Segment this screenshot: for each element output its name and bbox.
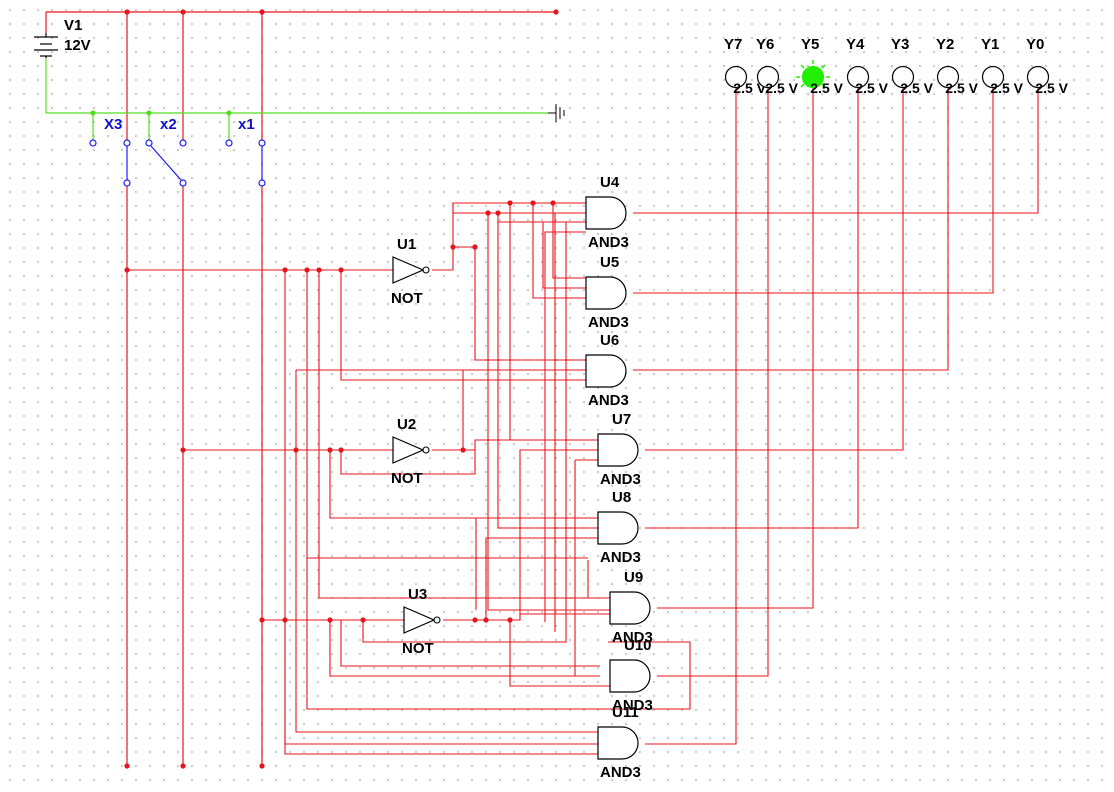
probe-voltage-label: 2.5 V xyxy=(900,80,933,96)
probe-y6[interactable]: Y6 2.5 V xyxy=(756,36,799,96)
gate-ref-label: U7 xyxy=(612,411,631,428)
switch-x1[interactable]: x1 xyxy=(225,116,266,187)
probe-y4[interactable]: Y4 2.5 V xyxy=(846,36,889,96)
probe-ref-label: Y6 xyxy=(756,36,774,53)
probe-voltage-label: 2.5 V xyxy=(765,80,798,96)
gate-type-label: AND3 xyxy=(600,549,641,566)
switch-x3-label: X3 xyxy=(104,116,122,133)
junction-dots xyxy=(90,9,559,769)
probe-voltage-label: 2.5 V xyxy=(990,80,1023,96)
gate-type-label: AND3 xyxy=(600,764,641,781)
gate-ref-label: U5 xyxy=(600,254,619,271)
probe-voltage-label: 2.5 V xyxy=(1035,80,1068,96)
switch-x2[interactable]: x2 xyxy=(145,116,187,187)
probe-ref-label: Y2 xyxy=(936,36,954,53)
gate-ref-label: U6 xyxy=(600,332,619,349)
ground-wires xyxy=(45,58,548,140)
gate-type-label: AND3 xyxy=(612,697,653,714)
probe-y2[interactable]: Y2 2.5 V xyxy=(936,36,979,96)
probe-ref-label: Y4 xyxy=(846,36,865,53)
inverter-type-label: NOT xyxy=(391,470,423,487)
probe-voltage-label: 2.5 V xyxy=(810,80,843,96)
probe-voltage-label: 2.5 V xyxy=(733,80,766,96)
inverter-type-label: NOT xyxy=(391,290,423,307)
inverter-ref-label: U1 xyxy=(397,236,416,253)
battery-v1[interactable]: V1 12V xyxy=(34,17,91,58)
probe-ref-label: Y1 xyxy=(981,36,999,53)
gate-type-label: AND3 xyxy=(600,471,641,488)
gate-type-label: AND3 xyxy=(588,314,629,331)
gate-ref-label: U4 xyxy=(600,174,620,191)
gate-ref-label: U10 xyxy=(624,637,652,654)
gate-type-label: AND3 xyxy=(612,629,653,646)
gate-ref-label: U9 xyxy=(624,569,643,586)
probe-y3[interactable]: Y3 2.5 V xyxy=(891,36,934,96)
probe-ref-label: Y7 xyxy=(724,36,742,53)
ground-symbol xyxy=(548,104,565,122)
gate-type-label: AND3 xyxy=(588,392,629,409)
probe-y1[interactable]: Y1 2.5 V xyxy=(981,36,1024,96)
gate-ref-label: U8 xyxy=(612,489,631,506)
power-wires xyxy=(45,11,556,766)
gate-ref-label: U11 xyxy=(612,704,639,721)
probe-ref-label: Y0 xyxy=(1026,36,1044,53)
battery-value-label: 12V xyxy=(64,37,91,54)
battery-ref-label: V1 xyxy=(64,17,82,34)
gates-layer: U4AND3U5AND3U6AND3U7AND3U8AND3U9AND3U10A… xyxy=(585,174,653,781)
probe-voltage-label: 2.5 V xyxy=(855,80,888,96)
probe-y5[interactable]: Y5 2.5 V xyxy=(796,36,844,96)
probe-y0[interactable]: Y0 2.5 V xyxy=(1026,36,1069,96)
probe-ref-label: Y3 xyxy=(891,36,909,53)
probe-glow-icon xyxy=(796,60,830,88)
probe-y7[interactable]: Y7 2.5 V xyxy=(724,36,767,96)
inverter-type-label: NOT xyxy=(402,640,434,657)
inverter-ref-label: U3 xyxy=(408,586,427,603)
probes-layer: Y7 2.5 V Y6 2.5 V Y5 2.5 V Y4 2.5 V Y3 2.5 V Y2 2.5… xyxy=(724,36,1069,96)
switch-x1-label: x1 xyxy=(238,116,255,133)
probe-ref-label: Y5 xyxy=(801,36,819,53)
switch-x3[interactable]: X3 xyxy=(89,116,131,187)
probe-voltage-label: 2.5 V xyxy=(945,80,978,96)
signal-wires xyxy=(127,88,1039,755)
switch-x2-label: x2 xyxy=(160,116,177,133)
gate-type-label: AND3 xyxy=(588,234,629,251)
inverter-ref-label: U2 xyxy=(397,416,416,433)
